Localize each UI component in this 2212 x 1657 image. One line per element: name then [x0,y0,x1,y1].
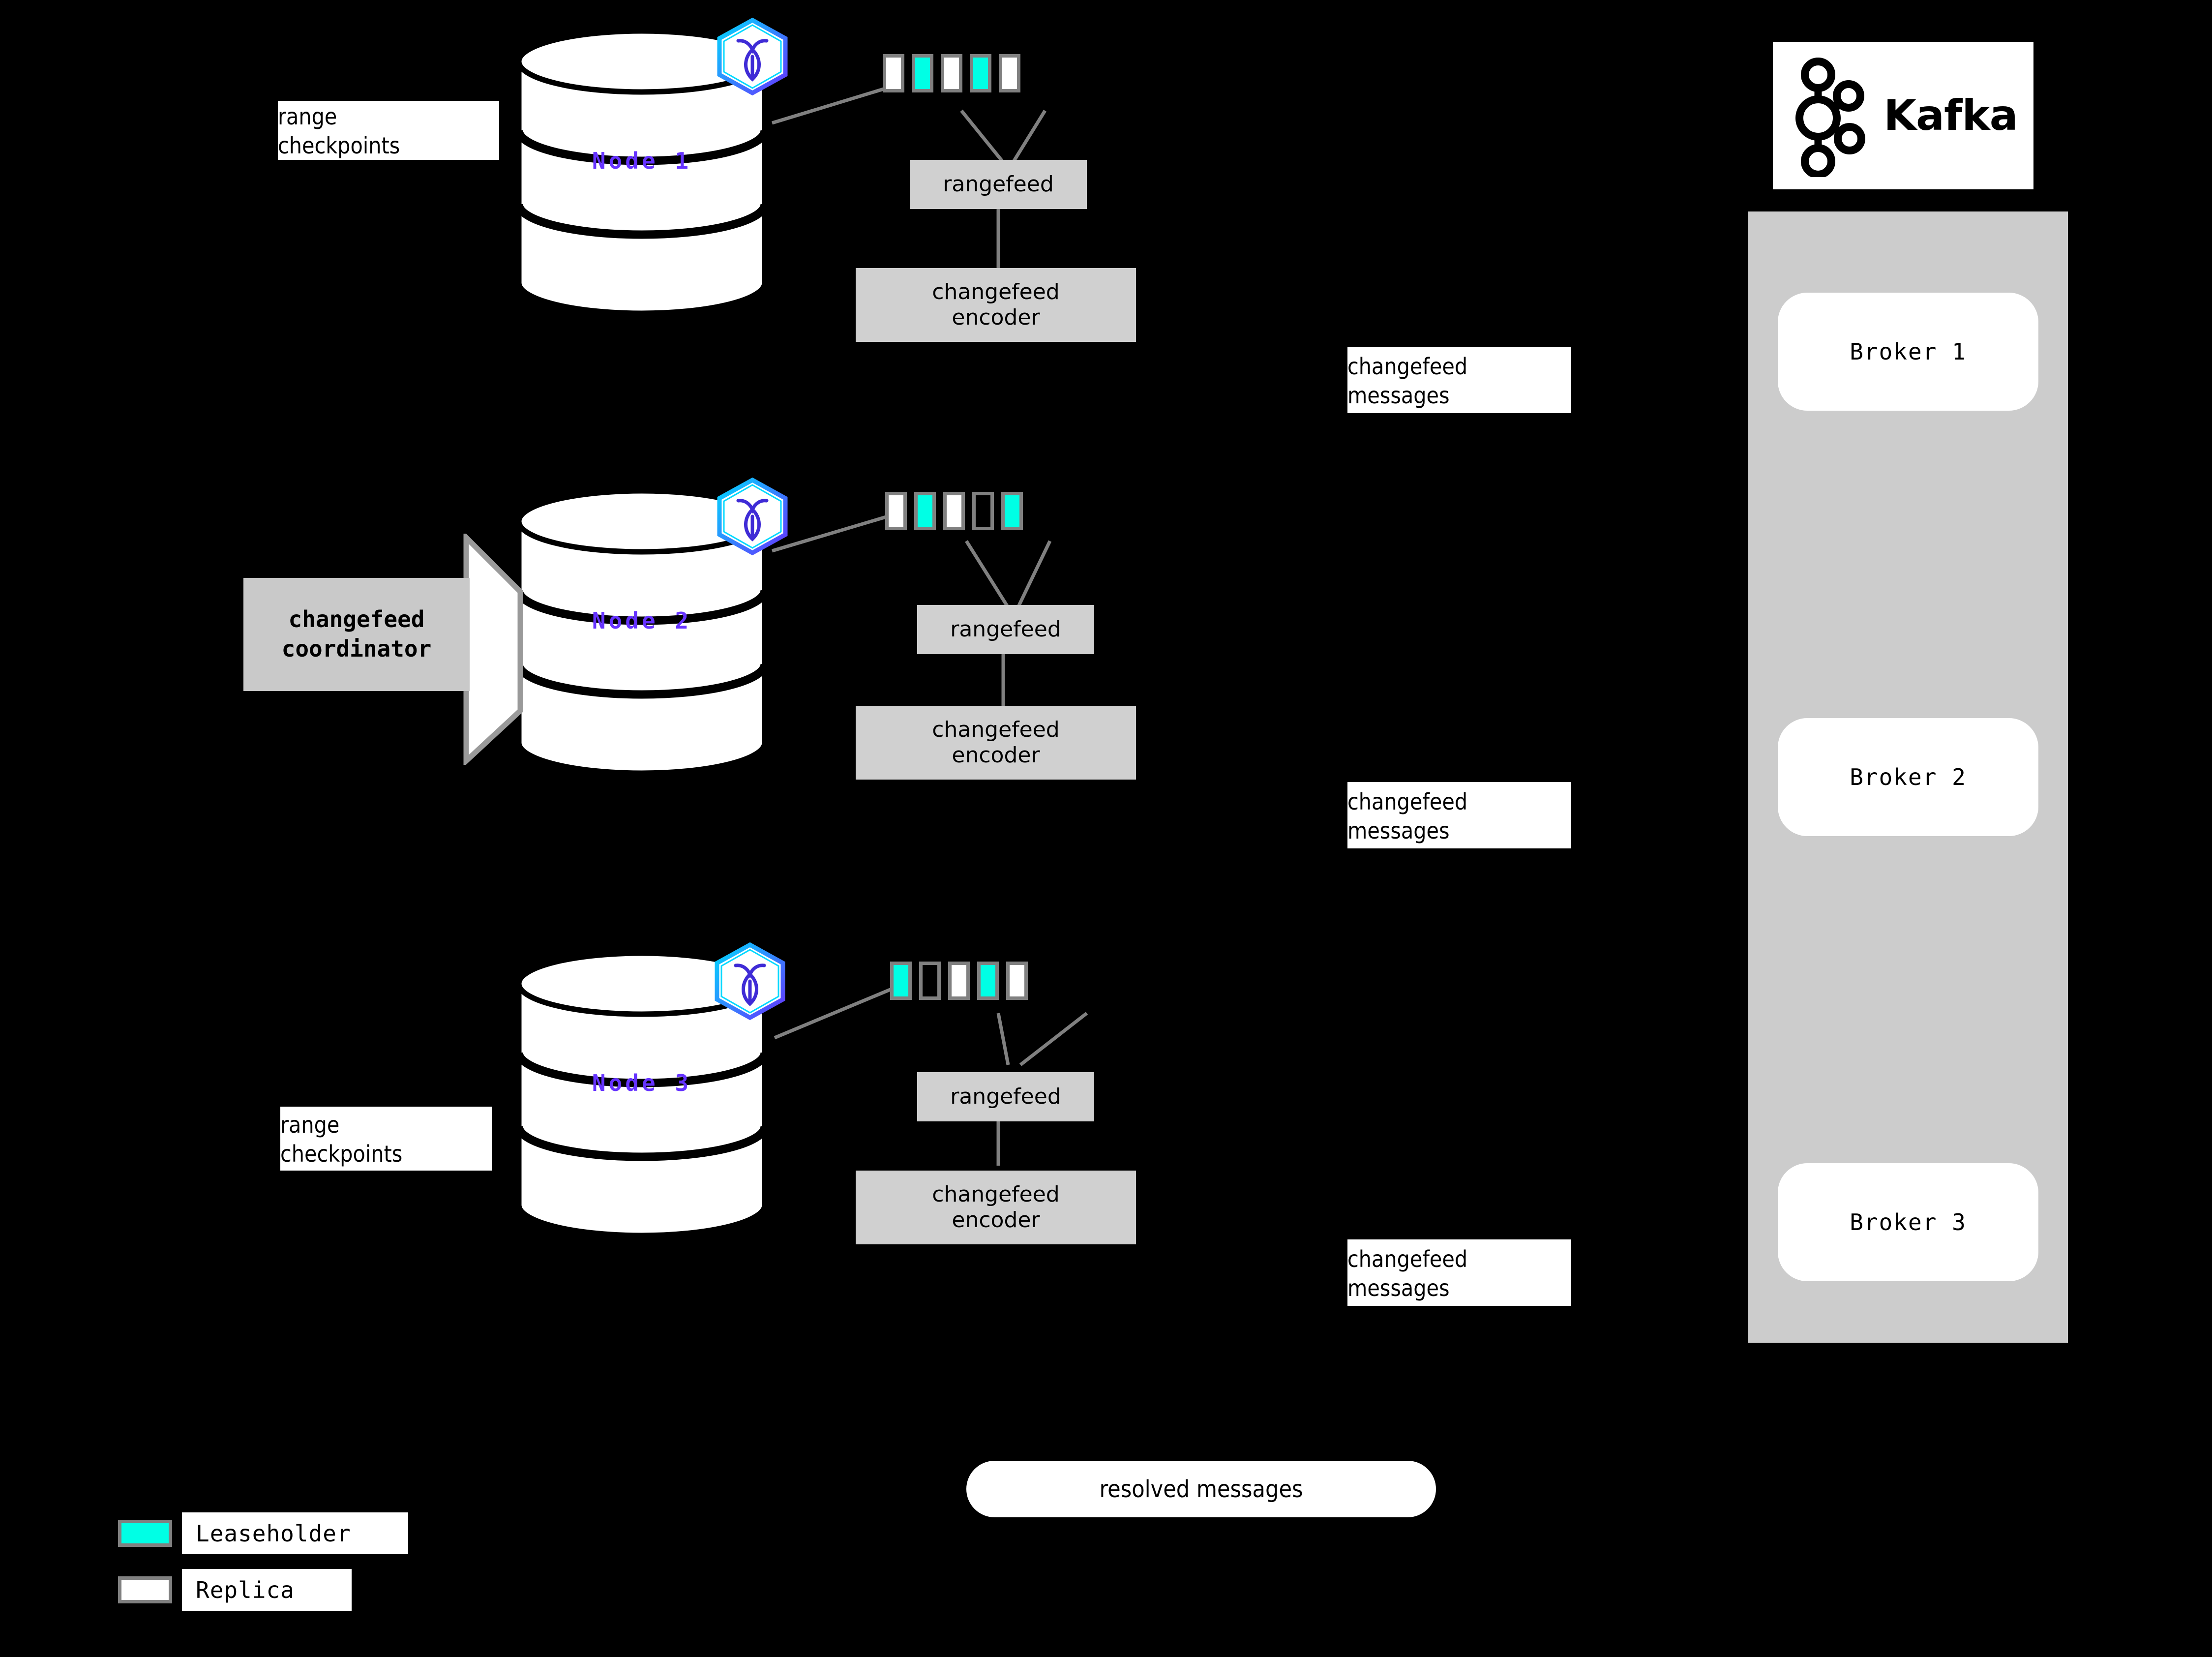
coordinator-line-1: changefeed [288,606,425,633]
node-cylinder-2: Node 2 [514,487,770,777]
legend-swatch-leaseholder [118,1520,172,1547]
message-line-2: messages [1347,382,1450,409]
encoder-line-2: encoder [952,743,1040,768]
broker-box-3[interactable]: Broker 3 [1778,1163,2038,1281]
range-box[interactable] [919,962,941,1000]
broker-box-1[interactable]: Broker 1 [1778,293,2038,411]
node-label-2: Node 2 [592,607,692,634]
encoder-line-1: changefeed [932,717,1060,743]
range-row-3 [890,962,1028,1000]
rangefeed-box-3[interactable]: rangefeed [917,1072,1094,1121]
range-row-2 [885,492,1023,530]
encoder-line-2: encoder [952,305,1040,330]
node-cylinder-1: Node 1 [514,27,770,317]
changefeed-coordinator-box[interactable]: changefeed coordinator [243,578,470,691]
range-box[interactable] [885,492,907,530]
changefeed-encoder-box-2[interactable]: changefeed encoder [856,706,1136,780]
encoder-line-1: changefeed [932,1182,1060,1207]
range-box[interactable] [943,492,965,530]
message-line-1: changefeed [1347,788,1468,815]
legend-label-replica: Replica [182,1569,352,1611]
message-line-2: messages [1347,817,1450,844]
coordinator-arrow-shape [463,534,523,765]
node-label-1: Node 1 [592,148,692,174]
changefeed-messages-label-2: changefeed messages [1347,782,1571,848]
caption-line-1: range [278,103,337,130]
kafka-logo: Kafka [1773,42,2033,189]
node-label-3: Node 3 [592,1070,692,1096]
message-line-1: changefeed [1347,353,1468,380]
broker-box-2[interactable]: Broker 2 [1778,718,2038,836]
rangefeed-box-1[interactable]: rangefeed [910,160,1087,209]
range-box[interactable] [948,962,970,1000]
changefeed-messages-label-1: changefeed messages [1347,347,1571,413]
kafka-network-icon [1795,58,1866,177]
resolved-messages-pill: resolved messages [966,1461,1436,1517]
cockroachdb-logo-icon-1 [716,17,789,96]
legend-label-leaseholder: Leaseholder [182,1512,408,1554]
range-box[interactable] [883,54,904,92]
kafka-wordmark: Kafka [1883,91,2018,140]
range-box[interactable] [941,54,962,92]
range-checkpoints-label-3: range checkpoints [280,1107,492,1171]
range-checkpoints-label-1: range checkpoints [278,101,499,160]
range-box[interactable] [1001,492,1023,530]
range-box[interactable] [914,492,936,530]
cockroachdb-logo-icon-2 [716,477,789,556]
encoder-line-2: encoder [952,1207,1040,1233]
rangefeed-box-2[interactable]: rangefeed [917,605,1094,654]
range-box[interactable] [999,54,1020,92]
range-row-1 [883,54,1020,92]
message-line-2: messages [1347,1274,1450,1301]
range-box[interactable] [912,54,933,92]
range-box[interactable] [970,54,991,92]
message-line-1: changefeed [1347,1245,1468,1272]
caption-line-1: range [280,1112,340,1139]
cockroachdb-logo-icon-3 [713,942,787,1021]
node-cylinder-3: Node 3 [514,949,770,1239]
range-box[interactable] [977,962,999,1000]
coordinator-line-2: coordinator [281,635,432,662]
encoder-line-1: changefeed [932,279,1060,305]
caption-line-2: checkpoints [278,132,400,159]
changefeed-messages-label-3: changefeed messages [1347,1239,1571,1306]
changefeed-encoder-box-1[interactable]: changefeed encoder [856,268,1136,342]
range-box[interactable] [972,492,994,530]
caption-line-2: checkpoints [280,1141,403,1167]
changefeed-encoder-box-3[interactable]: changefeed encoder [856,1171,1136,1244]
range-box[interactable] [890,962,912,1000]
legend-swatch-replica [118,1576,172,1603]
range-box[interactable] [1006,962,1028,1000]
